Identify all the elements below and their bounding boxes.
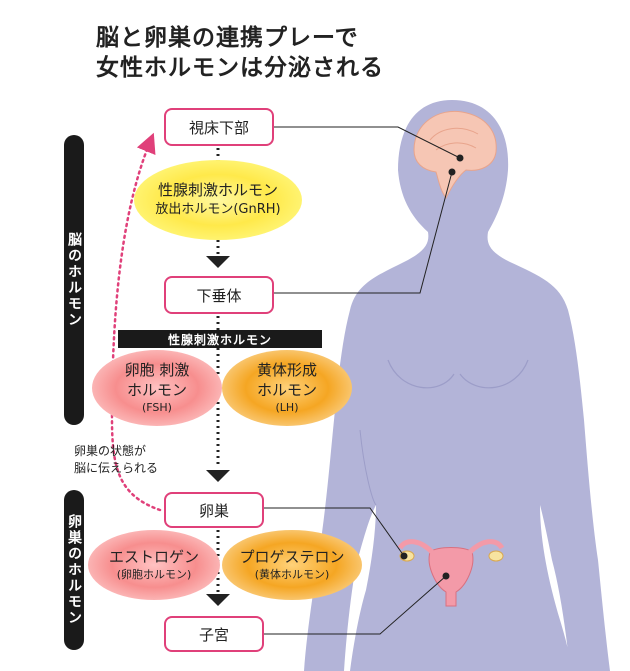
gonadotropin-banner: 性腺刺激ホルモン [118,330,322,348]
feedback-note-line-1: 卵巣の状態が [74,444,147,458]
fsh-abbr: (FSH) [142,401,172,414]
gnrh-label-line-2: 放出ホルモン(GnRH) [155,202,281,217]
progesterone-sub: (黄体ホルモン) [254,568,330,581]
body-silhouette [304,100,610,671]
blob-gnrh: 性腺刺激ホルモン 放出ホルモン(GnRH) [134,160,302,240]
estrogen-label: エストロゲン [108,548,199,566]
sidebar-brain-label: 脳のホルモン [66,232,82,328]
blob-fsh: 卵胞 刺激 ホルモン (FSH) [92,350,222,426]
feedback-note-line-2: 脳に伝えられる [74,461,159,475]
brain-graphic [413,110,497,199]
sidebar-brain-hormones: 脳のホルモン [64,135,84,425]
box-uterus: 子宮 [164,616,264,652]
hypothalamus-label: 視床下部 [188,118,249,137]
box-ovary: 卵巣 [164,492,264,528]
pointer-lines [262,126,464,635]
gnrh-label-line-1: 性腺刺激ホルモン [157,181,278,199]
uterus-label: 子宮 [198,625,229,644]
blob-estrogen: エストロゲン (卵胞ホルモン) [88,530,220,600]
blob-progesterone: プロゲステロン (黄体ホルモン) [222,530,362,600]
feedback-note: 卵巣の状態が 脳に伝えられる [74,443,158,477]
lh-label-line-1: 黄体形成 [256,361,317,379]
title-line-2: 女性ホルモンは分泌される [96,55,384,81]
lh-abbr: (LH) [275,401,299,414]
box-hypothalamus: 視床下部 [164,108,274,146]
blob-lh: 黄体形成 ホルモン (LH) [222,350,352,426]
title-line-1: 脳と卵巣の連携プレーで [96,25,359,51]
lh-label-line-2: ホルモン [256,381,317,399]
sidebar-ovary-label: 卵巣のホルモン [66,514,82,626]
ovary-label: 卵巣 [198,501,229,520]
box-pituitary: 下垂体 [164,276,274,314]
progesterone-label: プロゲステロン [239,548,345,566]
sidebar-ovary-hormones: 卵巣のホルモン [64,490,84,650]
fsh-label-line-2: ホルモン [126,381,187,399]
fsh-label-line-1: 卵胞 刺激 [124,361,190,379]
pituitary-label: 下垂体 [196,286,242,305]
estrogen-sub: (卵胞ホルモン) [116,568,192,581]
flow-arrowheads [206,256,230,606]
